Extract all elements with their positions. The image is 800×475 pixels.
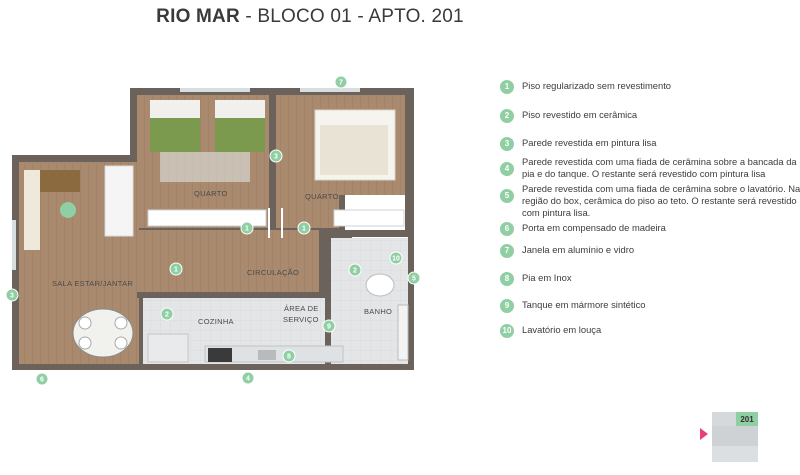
label-banho: BANHO <box>364 307 392 316</box>
label-area-2: SERVIÇO <box>283 315 319 324</box>
label-circulacao: CIRCULAÇÃO <box>247 268 299 277</box>
legend-number: 8 <box>500 272 514 286</box>
label-cozinha: COZINHA <box>198 317 234 326</box>
svg-text:7: 7 <box>339 80 343 87</box>
label-quarto-1: QUARTO <box>194 189 228 198</box>
label-sala: SALA ESTAR/JANTAR <box>52 279 133 288</box>
svg-text:3: 3 <box>10 293 14 300</box>
svg-text:4: 4 <box>246 376 250 383</box>
unit-location-map: 201 <box>700 412 758 462</box>
legend-number: 9 <box>500 299 514 313</box>
location-marker-icon <box>700 428 708 440</box>
label-area-1: ÁREA DE <box>284 304 319 313</box>
svg-text:1: 1 <box>302 226 306 233</box>
svg-text:1: 1 <box>245 226 249 233</box>
svg-text:2: 2 <box>353 268 357 275</box>
svg-text:10: 10 <box>392 256 400 263</box>
legend-number: 5 <box>500 189 514 203</box>
legend-number: 3 <box>500 137 514 151</box>
legend-number: 10 <box>500 324 514 338</box>
legend-number: 2 <box>500 109 514 123</box>
legend-number: 6 <box>500 222 514 236</box>
svg-text:1: 1 <box>174 267 178 274</box>
floor-circulacao <box>139 230 319 295</box>
svg-text:2: 2 <box>165 312 169 319</box>
svg-text:9: 9 <box>327 324 331 331</box>
page-title: RIO MAR - BLOCO 01 - APTO. 201 <box>156 6 464 27</box>
label-quarto-2: QUARTO <box>305 192 339 201</box>
unit-number: 201 <box>740 415 754 424</box>
legend-number: 1 <box>500 80 514 94</box>
plan-badges: 1 1 1 1 2 2 3 3 4 5 6 7 8 9 10 <box>5 75 421 386</box>
svg-text:3: 3 <box>274 154 278 161</box>
svg-text:6: 6 <box>40 377 44 384</box>
legend-number: 4 <box>500 162 514 176</box>
legend-number: 7 <box>500 244 514 258</box>
svg-text:8: 8 <box>287 354 291 361</box>
svg-text:5: 5 <box>412 276 416 283</box>
floor-plan: QUARTO QUARTO CIRCULAÇÃO SALA ESTAR/JANT… <box>5 75 421 386</box>
